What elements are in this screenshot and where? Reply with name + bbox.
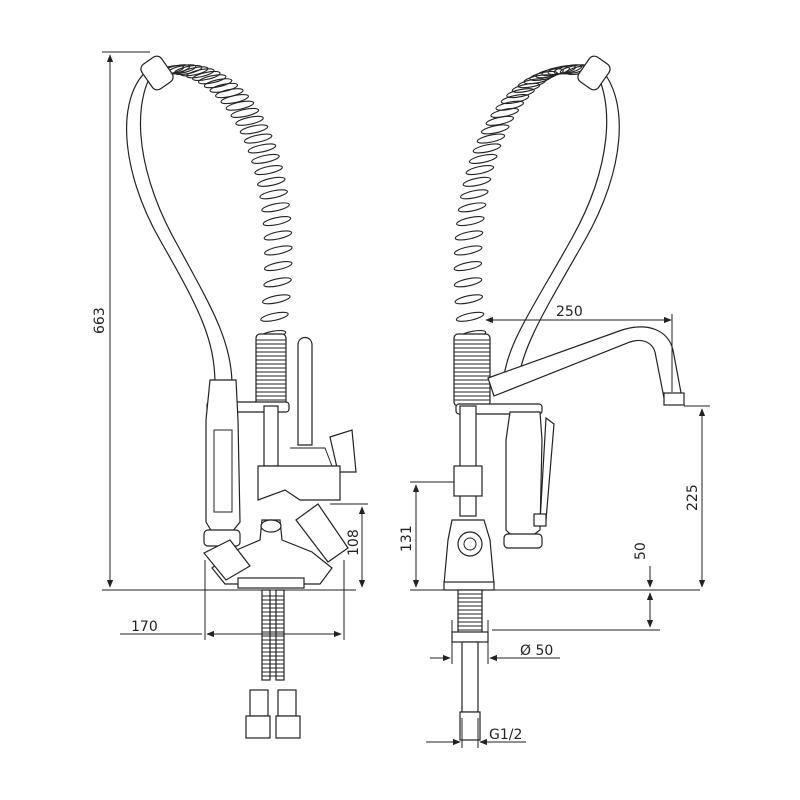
spring-loop [468,153,498,164]
spring-loop [506,88,535,99]
spring-loop [453,261,483,272]
dim-total-height: 663 [92,307,108,334]
spring-loop [500,94,530,105]
spring-loop [264,245,293,256]
spring-loop [454,294,484,305]
side-aerator [457,531,483,557]
spring-loop [247,143,277,154]
dim-thread: G1/2 [489,727,522,743]
front-handle-right [295,503,349,563]
spring-loop [453,245,483,256]
spring-loop [263,230,293,241]
side-supply-tube [461,641,479,713]
dim-spout-height: 225 [685,484,701,511]
spring-loop [251,153,280,164]
spring-loop [263,277,292,288]
front-spray-head [205,379,241,533]
front-nut-left [249,689,269,717]
spring-loop [490,107,519,118]
front-nut-right [277,689,297,717]
front-column [263,405,279,467]
dim-handle-height: 108 [346,529,362,556]
spring-loop [197,74,227,85]
side-hose-cap [577,55,611,91]
spring-loop [254,165,283,176]
side-spring-sleeve [453,333,491,407]
front-view [126,55,357,739]
spring-loop [262,216,292,227]
spring-loop [186,68,215,79]
spring-loop [457,202,487,213]
dim-base-width: 170 [131,619,158,635]
spring-loop [261,202,290,213]
spring-loop [220,94,249,105]
spring-loop [465,165,495,176]
spring-loop [495,100,524,111]
spring-loop [480,124,510,135]
spring-loop [511,82,541,93]
side-column [459,405,477,517]
dim-spout-reach: 250 [556,304,583,320]
front-riser [297,336,313,446]
spring-loop [215,88,244,99]
front-body [257,465,341,501]
side-spring-coil [453,64,595,341]
spring-loop [460,189,489,200]
spring-loop [476,133,506,144]
spring-loop [203,78,233,89]
spring-loop [453,277,483,288]
spring-loop [209,82,239,93]
front-spring-sleeve [255,333,287,407]
spring-loop [472,143,502,154]
front-hose-cap [140,55,174,91]
spring-loop [192,70,221,82]
front-lever [329,429,357,473]
dimension-lines [102,51,710,748]
spring-loop [462,176,492,187]
spring-loop [235,115,264,126]
spring-loop [263,261,293,272]
side-hose [517,67,620,386]
dim-diameter: Ø 50 [520,643,553,659]
front-handle-left [203,539,251,581]
side-nut [459,711,481,741]
spring-loop [454,230,484,241]
spring-loop [239,124,269,135]
spring-loop [262,294,291,305]
spring-loop [259,189,288,200]
dim-spout-offset: 50 [633,542,649,560]
spring-loop [230,107,260,118]
spring-loop [257,176,286,187]
spring-loop [455,311,485,322]
spring-loop [456,216,485,227]
spring-loop [260,311,289,322]
front-spring-coil [155,64,293,341]
side-view [443,55,685,741]
side-spout [487,326,683,399]
spring-loop [485,115,515,126]
spring-loop [225,100,255,111]
spring-loop [243,133,273,144]
side-shank [457,589,483,637]
front-hose [126,67,216,386]
dim-side-height: 131 [399,525,415,552]
